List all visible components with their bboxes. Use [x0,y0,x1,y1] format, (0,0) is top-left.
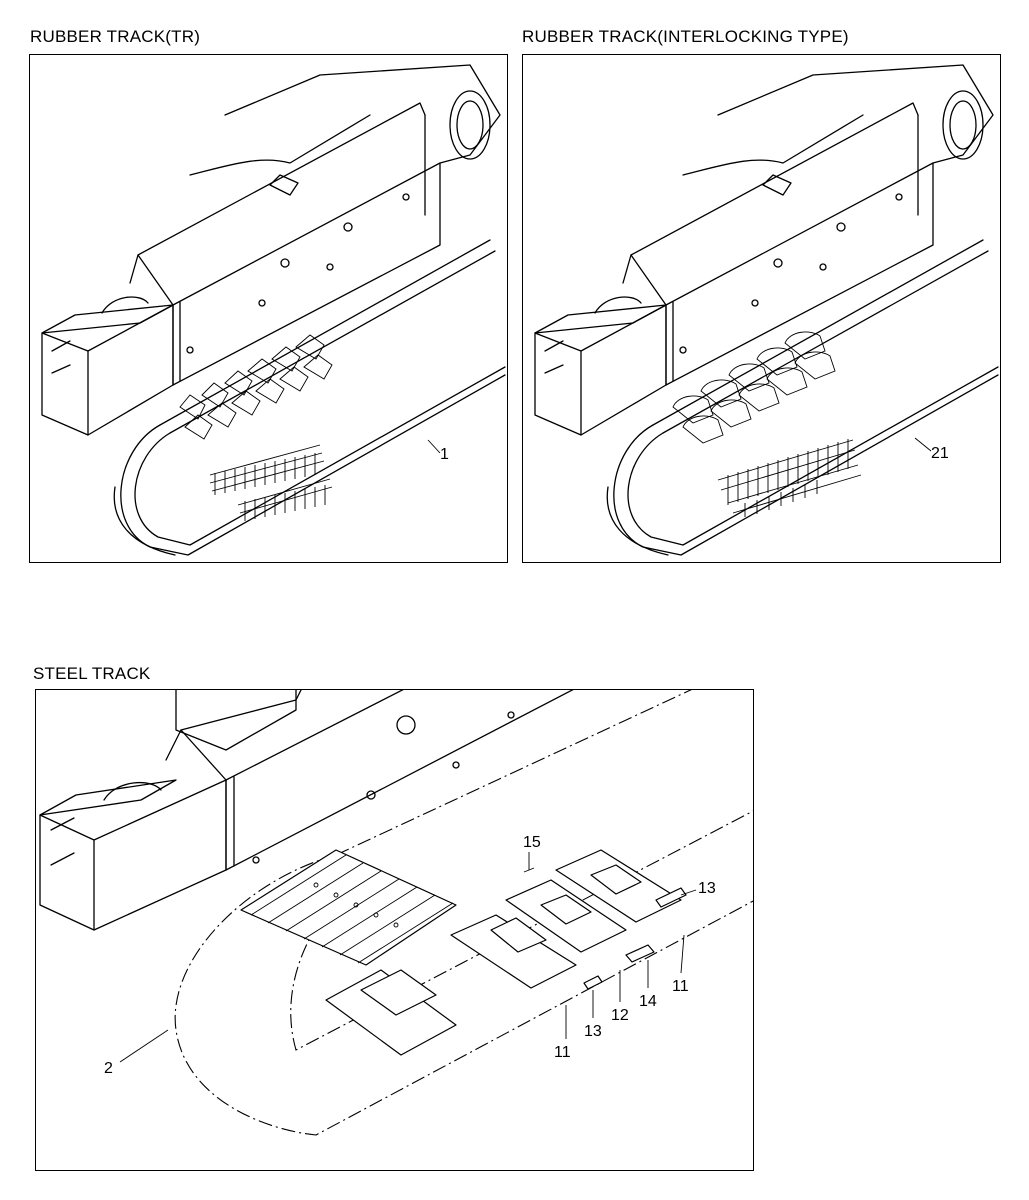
title-rubber-track-interlocking: RUBBER TRACK(INTERLOCKING TYPE) [522,27,849,46]
callout-2: 2 [104,1029,169,1077]
callout-label-15: 15 [523,834,541,851]
title-steel-track: STEEL TRACK [33,664,151,683]
steel-track-panel: 15 13 11 14 12 13 11 2 [35,689,754,1171]
callout-11-lower: 11 [554,1005,571,1061]
lower-track-tread [209,444,333,521]
callout-13-upper: 13 [680,880,716,897]
callout-21: 21 [914,437,949,462]
callout-label-11-right: 11 [672,978,689,995]
rubber-track-loop [113,239,506,556]
callout-14: 14 [639,960,657,1010]
lower-track-tread [717,439,862,517]
callout-13-lower: 13 [584,990,602,1040]
rubber-track-interlocking-drawing: 21 [534,64,999,556]
callout-15: 15 [523,834,541,870]
callout-label-12: 12 [611,1007,629,1024]
callout-label-21: 21 [931,445,949,462]
rubber-track-tr-panel: 1 [29,54,508,563]
callout-label-1: 1 [440,446,449,463]
callout-label-14: 14 [639,993,657,1010]
upper-track-lugs [179,334,333,440]
callout-12: 12 [611,970,629,1024]
track-frame [534,64,994,436]
callout-label-13-upper: 13 [698,880,716,897]
rubber-track-interlocking-panel: 21 [522,54,1001,563]
callout-1: 1 [427,439,449,463]
track-frame [41,64,501,436]
callout-11-right: 11 [672,934,689,995]
interlocking-lugs [672,331,836,444]
callout-label-2: 2 [104,1060,113,1077]
rubber-track-tr-drawing: 1 [41,64,506,556]
callout-label-11-lower: 11 [554,1044,571,1061]
rubber-track-loop [606,239,999,556]
steel-track-drawing: 15 13 11 14 12 13 11 2 [39,690,753,1136]
upper-track-shoes [240,849,457,966]
exploded-shoe-parts [325,849,687,1056]
title-rubber-track-tr: RUBBER TRACK(TR) [30,27,201,46]
track-frame [39,690,574,931]
callout-label-13-lower: 13 [584,1023,602,1040]
